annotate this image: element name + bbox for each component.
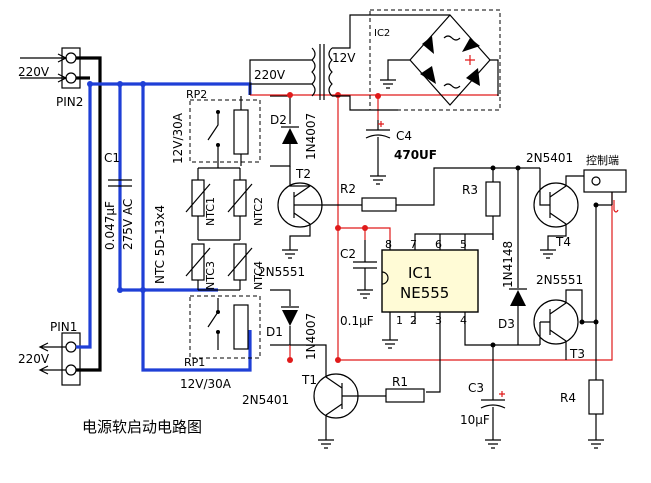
- diagram-caption: 电源软启动电路图: [82, 418, 202, 436]
- mains-line-return: [76, 84, 92, 349]
- ic1-pin3-label: 3: [435, 314, 442, 327]
- ac-out-label: 220V: [18, 352, 50, 366]
- t2-transistor: [277, 166, 362, 259]
- c1-label: C1: [104, 151, 120, 165]
- red-rail-ic1-vcc: [338, 227, 391, 240]
- rp1-coil: [233, 304, 249, 350]
- mains-line-relay-rp1: [141, 84, 252, 372]
- t1-transistor: [290, 344, 386, 449]
- ntc-bank: [185, 160, 253, 291]
- ntc4-label: NTC4: [252, 261, 265, 290]
- t1-label: T1: [301, 373, 317, 387]
- t4-label: T4: [555, 235, 571, 249]
- c1-capacitor: [108, 179, 132, 187]
- transformer-primary-label: 220V: [254, 68, 286, 82]
- ac-out-arrow-bottom: [38, 365, 66, 375]
- t3-transistor: [533, 289, 596, 360]
- control-terminal: [583, 169, 627, 213]
- c4-value-label: 470UF: [394, 148, 437, 162]
- transformer: [249, 14, 450, 111]
- rp1-label: RP1: [184, 356, 205, 369]
- d2-diode: [270, 95, 299, 167]
- ic2-label: IC2: [374, 28, 390, 39]
- c2-label: C2: [340, 247, 356, 261]
- t2-type-label: 2N5551: [258, 265, 305, 279]
- d3-type-label: 1N4148: [501, 241, 515, 288]
- ic1-pin4-label: 4: [460, 314, 467, 327]
- pin2-terminal-block: [61, 47, 81, 89]
- ntc3-label: NTC3: [204, 261, 217, 290]
- t2-label: T2: [295, 167, 311, 181]
- t4-type-label: 2N5401: [526, 151, 573, 165]
- ntc2-label: NTC2: [252, 197, 265, 226]
- t3-label: T3: [569, 347, 585, 361]
- mains-line-left: [76, 56, 102, 372]
- ic1-pin2-label: 2: [410, 314, 417, 327]
- d3-diode: [493, 168, 540, 346]
- pin1-terminal-block: [61, 332, 81, 386]
- c3-value-label: 10μF: [460, 413, 490, 427]
- ntc1-label: NTC1: [204, 197, 217, 226]
- t4-transistor: [533, 168, 613, 259]
- rp2-relay-box: [189, 99, 261, 163]
- ic1-pin6-label: 6: [435, 238, 442, 251]
- d2-type-label: 1N4007: [304, 113, 318, 160]
- r3-label: R3: [462, 183, 478, 197]
- ntc-spec-label: NTC 5D-13x4: [153, 205, 167, 284]
- ic1-pin5-label: 5: [460, 238, 467, 251]
- control-label: 控制端: [586, 153, 619, 167]
- c1-value-label: 0.047μF: [103, 201, 117, 250]
- r4-resistor: [588, 202, 604, 449]
- r1-label: R1: [392, 375, 408, 389]
- ac-in-label: 220V: [18, 65, 50, 79]
- ic2-bridge: [380, 14, 499, 106]
- rp1-rating-label: 12V/30A: [180, 377, 232, 391]
- mains-line-top: [90, 82, 252, 95]
- ic1-label: IC1: [408, 264, 432, 282]
- ic1-ne555: [381, 233, 496, 393]
- c2-capacitor: [353, 240, 377, 299]
- c4-capacitor: [365, 120, 391, 185]
- ac-out-arrow-top: [38, 342, 66, 352]
- rp2-label: RP2: [186, 88, 207, 101]
- d1-type-label: 1N4007: [304, 313, 318, 360]
- rp2-rating-label: 12V/30A: [171, 112, 185, 164]
- rp1-relay-box: [189, 295, 261, 359]
- c1-rating-label: 275V AC: [121, 199, 135, 250]
- r3-resistor: [485, 165, 540, 240]
- r2-resistor: [361, 167, 493, 212]
- c4-label: C4: [396, 129, 412, 143]
- ic2-bridge-box: [369, 9, 501, 111]
- r4-label: R4: [560, 391, 576, 405]
- t1-type-label: 2N5401: [242, 393, 289, 407]
- r2-label: R2: [340, 182, 356, 196]
- ac-in-arrow-top: [20, 53, 68, 63]
- rp2-coil: [233, 96, 249, 166]
- t3-type-label: 2N5551: [536, 273, 583, 287]
- d2-label: D2: [270, 113, 287, 127]
- rp2-contact: [207, 110, 220, 160]
- c2-value-label: 0.1μF: [340, 314, 374, 328]
- ac-in-arrow-bottom: [20, 73, 68, 83]
- d3-label: D3: [498, 317, 515, 331]
- d1-label: D1: [266, 325, 283, 339]
- ic1-type-label: NE555: [400, 284, 449, 302]
- c3-capacitor: [480, 391, 506, 449]
- ic1-pin8-label: 8: [385, 238, 392, 251]
- r1-resistor: [385, 388, 425, 403]
- pin1-label: PIN1: [50, 320, 77, 334]
- ic1-pin7-label: 7: [410, 238, 417, 251]
- c3-label: C3: [468, 381, 484, 395]
- ic1-pin1-label: 1: [396, 314, 403, 327]
- pin2-label: PIN2: [56, 95, 83, 109]
- transformer-secondary-label: 12V: [332, 51, 356, 65]
- rp1-contact: [207, 298, 220, 350]
